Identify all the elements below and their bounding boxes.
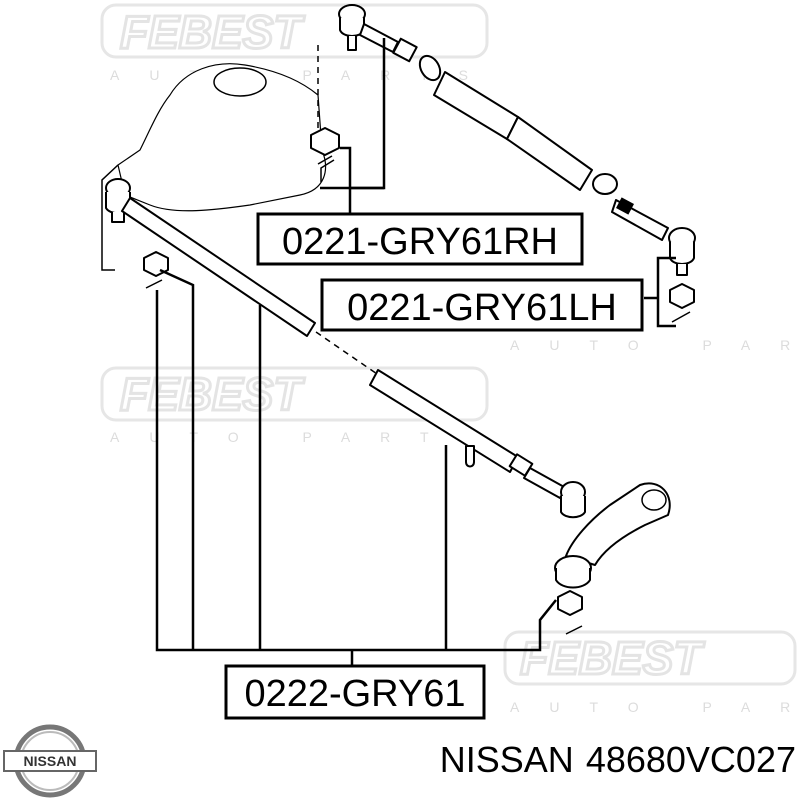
castle-nut-left [143,251,169,289]
watermark-right-brand: FEBEST [520,632,705,684]
label-rh-text: 0221-GRY61RH [282,221,558,263]
nissan-logo: NISSAN [3,724,97,798]
pitman-arm [554,482,671,589]
castle-nut-lh [669,283,695,323]
watermark-middle-brand: FEBEST [120,368,305,420]
watermark-right-sub: AUTO PARTS [510,699,800,715]
ball-joint-rh-bottom [668,227,696,276]
ball-joint-rh-top [338,4,366,51]
leader-lines-lh [644,256,676,328]
leader-lines-center [155,268,557,666]
ball-joint-right [560,481,586,519]
watermark-top-brand: FEBEST [120,6,305,58]
label-lh: 0221-GRY61LH [320,278,644,332]
caption-brand: NISSAN [439,739,574,780]
tie-rod-rh-assembly [310,4,696,323]
leader-lines-rh [320,38,386,214]
nissan-logo-text: NISSAN [24,753,77,769]
steering-gear-housing [101,45,327,271]
label-center: 0222-GRY61 [224,664,486,720]
castle-nut-right [557,590,583,635]
watermark-middle-sub: AUTO PARTS [110,429,498,445]
castle-nut-rh [310,127,340,182]
label-rh: 0221-GRY61RH [256,212,584,266]
label-lh-text: 0221-GRY61LH [347,287,617,329]
ball-joint-left [105,178,131,223]
center-link-assembly [105,178,671,635]
label-center-text: 0222-GRY61 [244,673,465,715]
part-caption: NISSAN 48680VC027 [368,732,796,788]
watermark-right: FEBEST AUTO PARTS [503,630,800,715]
caption-part-number: 48680VC027 [585,739,796,780]
watermark-lh-sub: AUTO PARTS [510,337,800,353]
watermark-lh: AUTO PARTS [510,337,800,353]
watermark-middle: FEBEST AUTO PARTS [100,366,498,445]
